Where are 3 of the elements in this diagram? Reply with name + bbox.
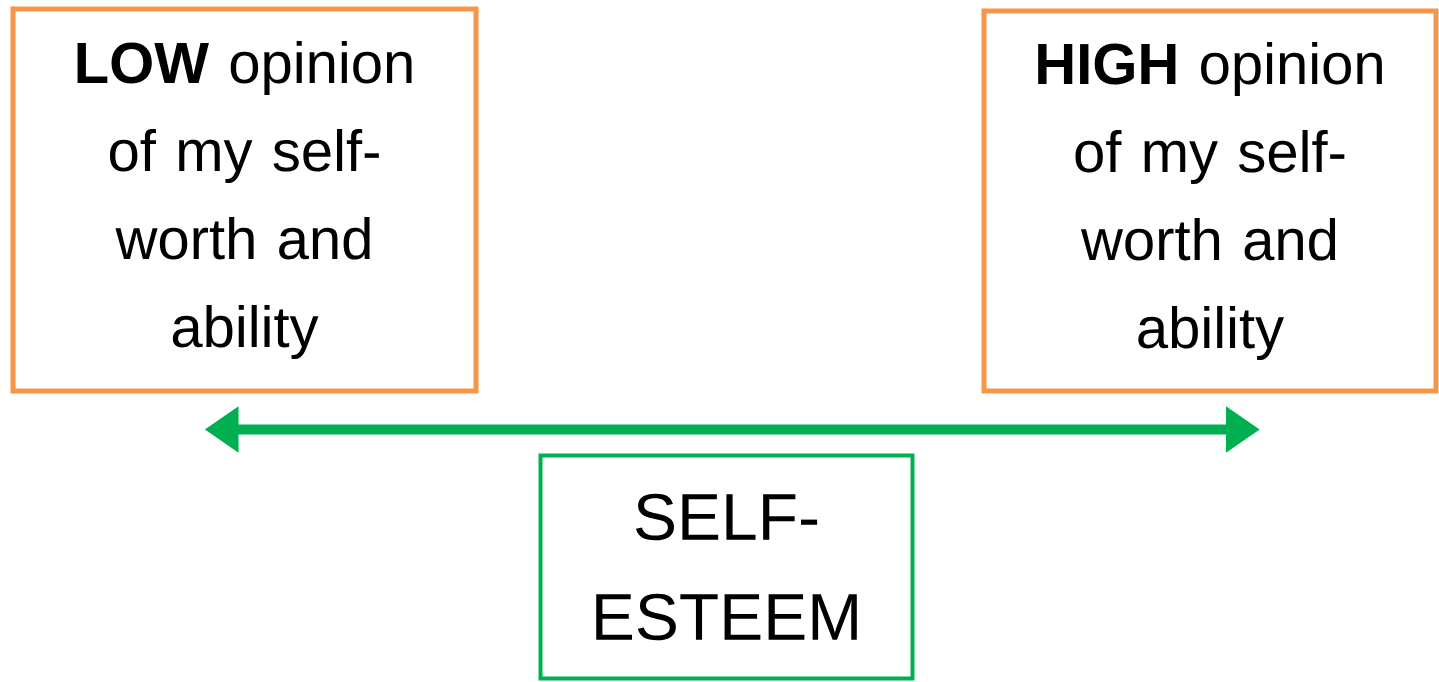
opinion-box: HIGH opinion of my self-worth and ability (981, 8, 1439, 394)
concept-box: SELF-ESTEEM (538, 453, 915, 681)
opinion-box: LOW opinion of my self-worth and ability (10, 6, 479, 394)
